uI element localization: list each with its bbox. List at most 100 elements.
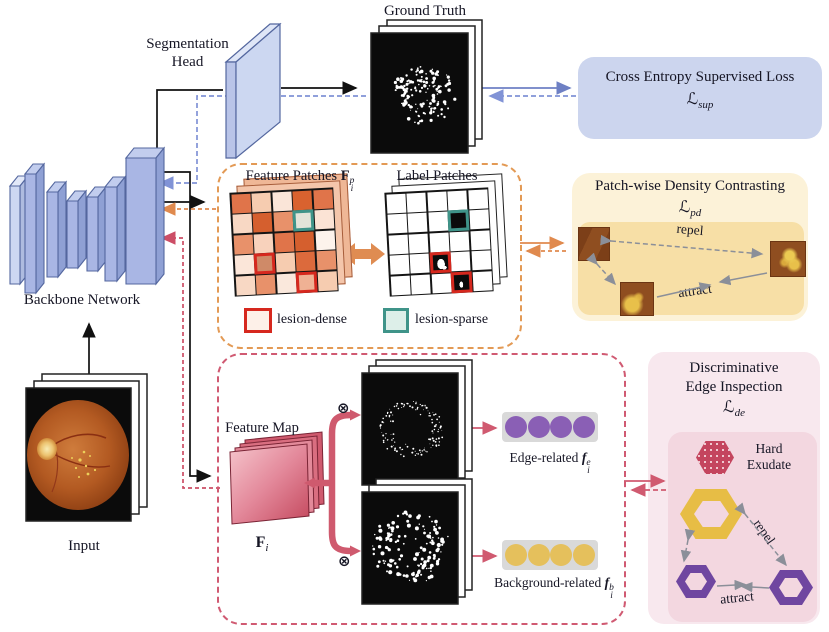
label-grid-cell (427, 211, 448, 232)
backbone-slab (24, 173, 37, 294)
loss-pd-subscript: pd (690, 207, 702, 220)
label-grid-cell (472, 270, 493, 291)
feature-grid-cell (295, 270, 318, 293)
legend-lesion-dense-label: lesion-dense (277, 312, 347, 327)
label-grid-cell (426, 191, 447, 212)
backbone-slab (124, 147, 166, 159)
legend-lesion-sparse-label: lesion-sparse (415, 312, 489, 327)
inspection-title-line2: Edge Inspection (685, 379, 783, 395)
backbone-slab (23, 163, 46, 175)
feature-grid-cell (295, 251, 316, 272)
backbone-slab (45, 181, 68, 193)
fundus-photo (27, 400, 129, 510)
background-hexagon-purple-left (676, 565, 716, 598)
ground-truth-stack (370, 19, 483, 154)
backbone-slab (8, 175, 30, 187)
backbone-slab (104, 186, 118, 282)
label-grid-cell (429, 251, 452, 274)
label-grid-cell (447, 209, 470, 232)
feature-grid-cell (253, 233, 274, 254)
feature-grid-cell (235, 275, 256, 296)
backbone-slab (155, 146, 165, 286)
feature-grid-cell (230, 193, 251, 214)
feature-grid-cell (272, 211, 293, 232)
edgebox-to-backbone-feedback (160, 231, 220, 489)
loss-pd-symbol: ℒ (678, 197, 691, 216)
vector-dot (572, 416, 595, 438)
feature-grid-cell (252, 212, 273, 233)
cross-entropy-loss-box (578, 57, 822, 139)
feature-grid-cell (274, 232, 294, 252)
purple-right-hole (779, 578, 803, 597)
backbone-slab (57, 180, 67, 279)
label-grid-cell (406, 192, 427, 213)
label-grid-cell (468, 209, 489, 230)
density-contrast-title: Patch-wise Density Contrasting (595, 178, 785, 194)
sparse-patch-sample (620, 282, 654, 316)
inspection-title-line1: Discriminative (689, 360, 779, 376)
label-grid-cell (471, 250, 492, 271)
feature-grid-cell (233, 234, 254, 255)
feature-grid-cell (253, 252, 276, 275)
input-image-stack (25, 373, 148, 522)
input-label: Input (68, 538, 100, 554)
backbone-network-label: Backbone Network (23, 292, 141, 308)
feature-grid-cell (294, 230, 315, 251)
loss-sup-subscript: sup (698, 99, 714, 112)
background-vector-tray (502, 540, 598, 570)
label-grid-cell (467, 188, 488, 209)
backbone-slab (66, 200, 79, 269)
feature-grid-cell (316, 250, 337, 271)
label-patches-grid (384, 187, 494, 297)
label-grid-cell (409, 253, 430, 274)
backbone-slab (46, 191, 59, 278)
vector-dot (550, 416, 573, 438)
inspection-loss-symbol: ℒde (650, 397, 818, 420)
backbone-slab (85, 186, 108, 198)
backbone-slab (65, 190, 88, 202)
vector-dot (505, 416, 527, 438)
backbone-network-blocks (8, 146, 166, 295)
label-grid-cell (450, 251, 471, 272)
label-grid-cell (447, 189, 468, 210)
backbone-to-featuremap-line (152, 171, 212, 483)
label-patches-title: Label Patches (396, 168, 478, 184)
feature-grid-cell (314, 229, 335, 250)
feature-grid-cell (271, 191, 292, 212)
label-grid-cell (450, 270, 473, 293)
feature-grid-cell (313, 209, 334, 230)
feature-grid-cell (255, 274, 276, 295)
feature-grid-cell (292, 209, 315, 232)
feature-patches-grid (229, 187, 339, 297)
label-grid-cell (389, 254, 410, 275)
backbone-slab (116, 175, 126, 283)
feature-symbol: F (340, 168, 350, 184)
backbone-slab (86, 196, 99, 272)
cross-entropy-loss-symbol: ℒsup (580, 89, 820, 112)
vector-dot (572, 544, 595, 566)
feature-map-symbol: Fi (255, 534, 269, 555)
backbone-slab (125, 157, 157, 285)
feature-grid-cell (234, 254, 255, 275)
label-grid-cell (410, 274, 431, 295)
cross-entropy-title: Cross Entropy Supervised Loss (605, 69, 795, 85)
vector-dot (550, 544, 573, 566)
edge-inspection-dashed-box (217, 353, 626, 625)
label-grid-cell (390, 275, 411, 296)
otimes-bottom-icon: ⊗ (338, 552, 351, 570)
backbone-slab (97, 185, 107, 273)
edge-hexagon-yellow-hole (694, 501, 729, 527)
label-grid-cell (429, 232, 449, 252)
legend-lesion-sparse-swatch (383, 308, 409, 333)
label-grid-cell (386, 213, 407, 234)
vector-dot (527, 544, 550, 566)
edge-vector-tray (502, 412, 598, 442)
loss-sup-symbol: ℒ (686, 89, 699, 108)
backbone-to-seghead-line (156, 89, 223, 172)
